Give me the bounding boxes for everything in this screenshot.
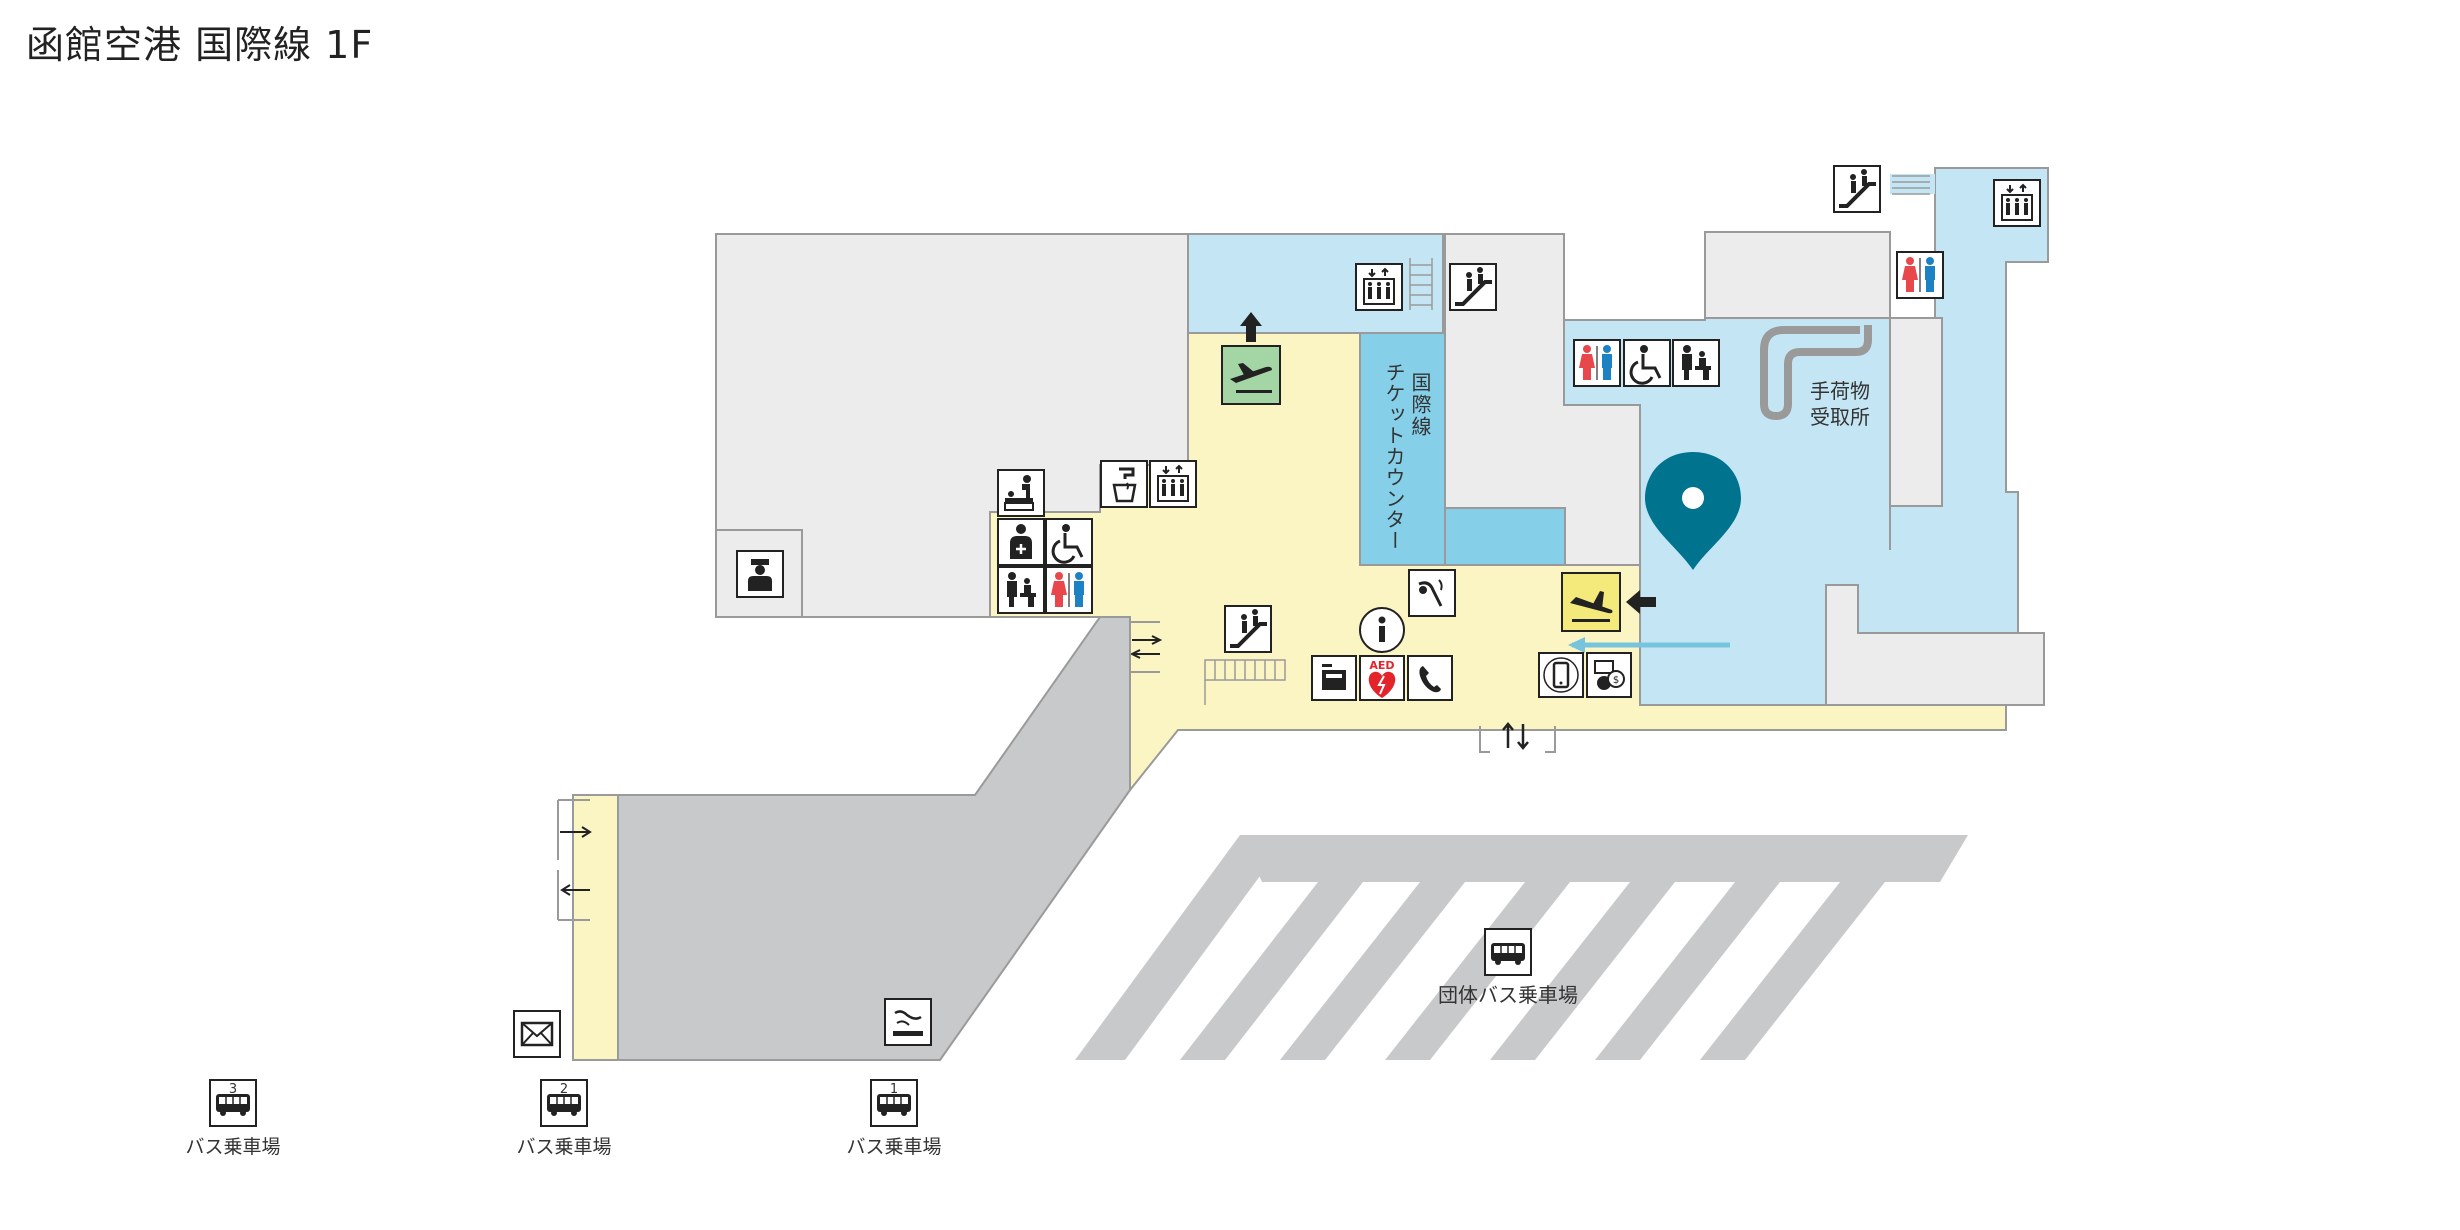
bus-stop-number: 3: [229, 1082, 237, 1097]
ticket-counter-label-1: 国際線: [1408, 372, 1432, 438]
lower-right-room: [1825, 584, 2045, 706]
escalator-icon[interactable]: [1832, 164, 1882, 214]
family-restroom-icon[interactable]: [997, 566, 1045, 614]
bus-stop-number: 2: [560, 1082, 568, 1097]
information-icon[interactable]: [1359, 607, 1405, 653]
bus-stop-label: バス乗車場: [516, 1136, 611, 1158]
bus-stop-label: バス乗車場: [846, 1136, 941, 1158]
escalator-icon[interactable]: [1223, 604, 1273, 654]
first-aid-room-icon[interactable]: [997, 518, 1045, 566]
bus-stop-label: バス乗車場: [185, 1136, 280, 1158]
smartphone-charging-icon[interactable]: [1538, 652, 1584, 698]
elevator-icon[interactable]: [1149, 460, 1197, 508]
water-fountain-icon[interactable]: [1100, 460, 1148, 508]
bus-stop-number: 1: [890, 1082, 898, 1097]
baggage-claim-label-1: 手荷物: [1810, 379, 1870, 403]
elevator-icon[interactable]: [1355, 263, 1403, 311]
upper-corridor: [1187, 233, 1444, 334]
svg-text:$: $: [1613, 675, 1619, 686]
storage-room: [1889, 317, 1943, 507]
location-pin-icon[interactable]: [1645, 452, 1741, 570]
escalator-icon[interactable]: [1448, 262, 1498, 312]
family-restroom-icon[interactable]: [1672, 339, 1720, 387]
bus-stop-1[interactable]: 1 バス乗車場: [846, 1079, 942, 1158]
coin-locker-icon[interactable]: [1311, 655, 1357, 701]
bus-stop-2[interactable]: 2 バス乗車場: [516, 1079, 612, 1158]
smoking-area-icon[interactable]: [884, 998, 932, 1046]
arrival-icon[interactable]: [1561, 572, 1621, 632]
telephone-icon[interactable]: [1407, 655, 1453, 701]
drinking-fountain-icon[interactable]: [1408, 569, 1456, 617]
group-bus-parking: [1075, 835, 1968, 1060]
group-bus-label: 団体バス乗車場: [1438, 983, 1578, 1007]
ticket-counter-label-2: チケットカウンター: [1382, 362, 1406, 551]
counter-back: [1444, 507, 1566, 566]
ticket-counter[interactable]: [1359, 332, 1446, 566]
wheelchair-icon[interactable]: [1622, 338, 1672, 388]
police-icon[interactable]: [736, 550, 784, 598]
baby-care-icon[interactable]: [997, 469, 1045, 517]
postbox-icon[interactable]: [513, 1010, 561, 1058]
elevator-icon[interactable]: [1993, 179, 2041, 227]
restroom-icon[interactable]: [1045, 566, 1093, 614]
customs-room: [1704, 231, 1891, 319]
bus-icon[interactable]: [1484, 928, 1532, 976]
currency-exchange-icon[interactable]: $: [1586, 652, 1632, 698]
aed-icon[interactable]: AED: [1359, 655, 1405, 701]
baggage-carousel[interactable]: [1760, 325, 1872, 421]
departure-arrow: [1240, 312, 1262, 342]
arrival-arrow: [1626, 590, 1656, 614]
bus-stop-3[interactable]: 3 バス乗車場: [185, 1079, 281, 1158]
west-entrance-hall: [572, 794, 619, 1061]
walkway: [617, 616, 1131, 1061]
restroom-icon[interactable]: [1896, 251, 1944, 299]
aed-label: AED: [1369, 659, 1394, 672]
departure-icon[interactable]: [1221, 345, 1281, 405]
upper-stair-corridor: [1890, 174, 1935, 194]
page-title: 函館空港 国際線 1F: [26, 23, 374, 67]
wheelchair-icon[interactable]: [1044, 517, 1094, 567]
restroom-icon[interactable]: [1573, 339, 1621, 387]
baggage-claim-label-2: 受取所: [1810, 405, 1870, 429]
